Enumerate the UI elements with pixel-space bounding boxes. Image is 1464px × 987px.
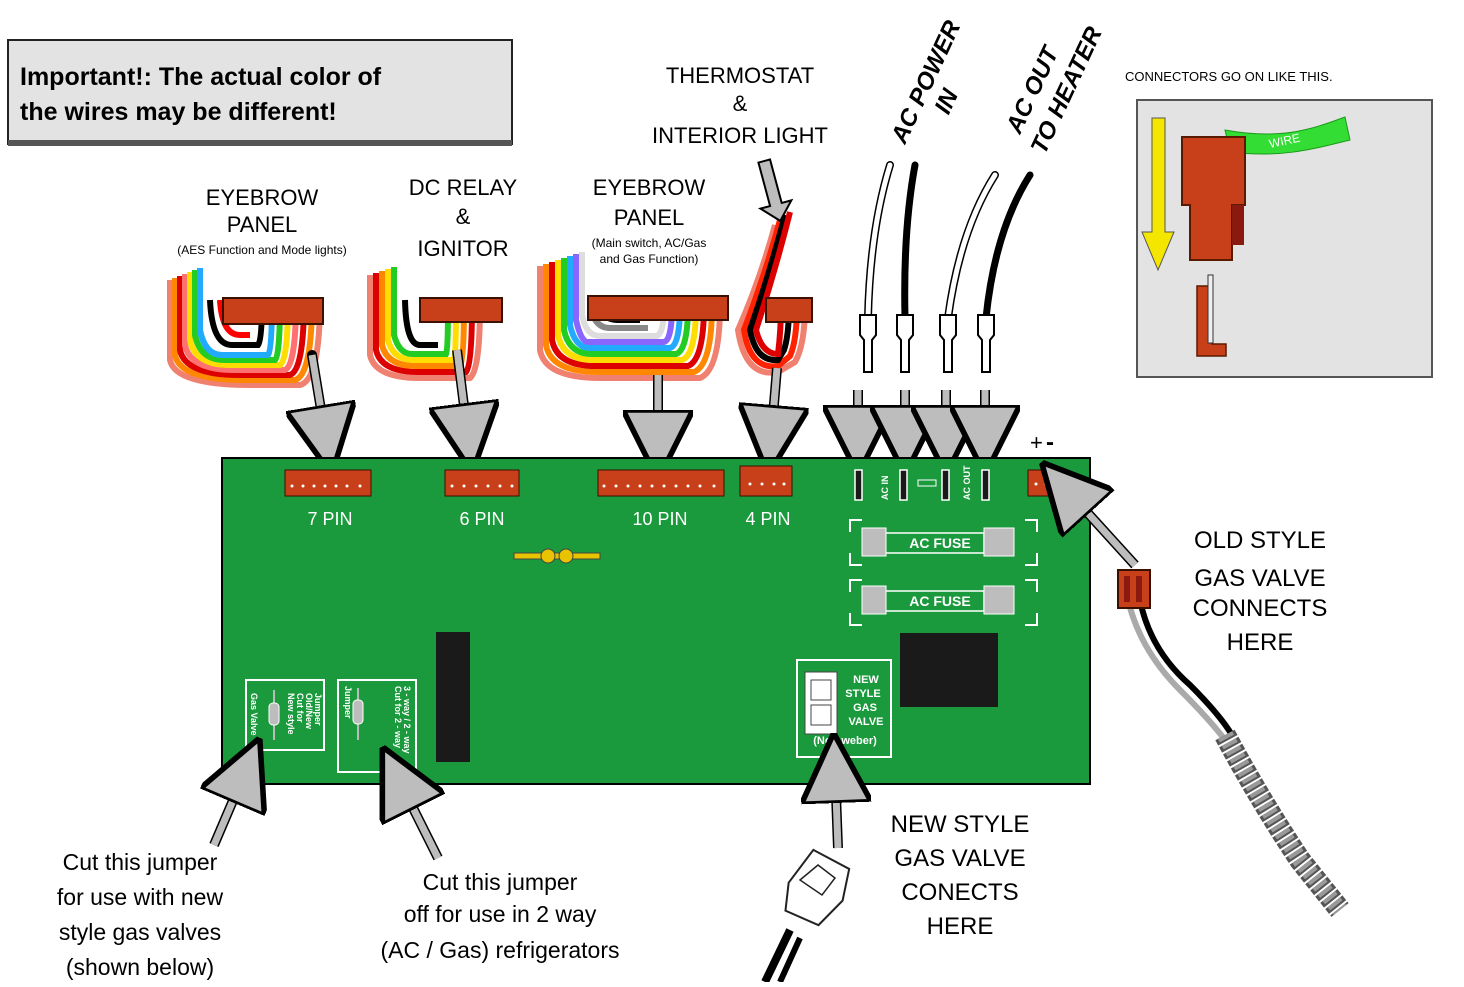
svg-text:NEW: NEW [853,674,879,686]
svg-text:NEW STYLE: NEW STYLE [891,811,1030,838]
jumper-old-new: Jumper Old/New Cut for New style Gas Val… [245,679,325,751]
svg-text:and Gas Function): and Gas Function) [600,252,699,266]
svg-text:GAS VALVE: GAS VALVE [1194,565,1325,592]
svg-text:DC RELAY: DC RELAY [409,175,518,200]
notice-line-2: the wires may be different! [20,98,337,126]
svg-text:Cut this jumper: Cut this jumper [63,849,218,875]
svg-text:PANEL: PANEL [227,212,298,237]
svg-text:(Main switch, AC/Gas: (Main switch, AC/Gas [592,236,707,250]
svg-text:Old/New: Old/New [304,693,314,730]
svg-text:EYEBROW: EYEBROW [206,185,319,210]
svg-text:INTERIOR LIGHT: INTERIOR LIGHT [652,123,828,148]
label-10-pin: 10 PIN [632,509,687,529]
svg-text:AC FUSE: AC FUSE [909,593,970,609]
callout-old-valve: OLD STYLE GAS VALVE CONNECTS HERE [1193,527,1328,656]
label-4-pin: 4 PIN [745,509,790,529]
label-thermostat: THERMOSTAT & INTERIOR LIGHT [652,63,828,148]
connector-icon [1181,136,1246,261]
label-minus: - [1046,429,1054,456]
callout-jumper-left: Cut this jumper for use with new style g… [57,849,224,980]
svg-text:GAS VALVE: GAS VALVE [894,845,1025,872]
down-arrows [312,158,985,445]
fuse-1: AC FUSE [849,519,1038,566]
svg-text:OLD STYLE: OLD STYLE [1194,527,1326,554]
ic-chip [436,632,470,762]
callout-jumper-right: Cut this jumper off for use in 2 way (AC… [381,869,620,963]
svg-text:3 - way / 2 - way: 3 - way / 2 - way [402,686,412,754]
svg-text:Jumper: Jumper [313,693,323,726]
svg-text:Cut this jumper: Cut this jumper [423,869,578,895]
label-ac-out: AC OUT [962,465,972,500]
svg-text:off for use in 2 way: off for use in 2 way [404,901,597,927]
svg-text:STYLE: STYLE [845,688,880,700]
label-ac-power: AC POWER IN [886,16,967,149]
callout-new-valve: NEW STYLE GAS VALVE CONECTS HERE [891,811,1030,940]
jumper-3way-2way: 3 - way / 2 - way Cut for 2 - way Jumper [337,679,417,773]
svg-text:GAS: GAS [853,702,877,714]
svg-text:(shown below): (shown below) [66,954,214,980]
label-ac-in: AC IN [880,476,890,501]
notice-box: Important!: The actual color of the wire… [7,39,513,146]
svg-text:style gas valves: style gas valves [59,919,221,945]
notice-line-1: Important!: The actual color of [20,63,382,91]
svg-text:VALVE: VALVE [848,716,883,728]
old-gas-valve-harness [1065,488,1349,917]
inset-title: CONNECTORS GO ON LIKE THIS. [1125,69,1333,84]
label-plus: + [1030,430,1043,455]
harness-eyebrow-2 [537,252,729,381]
inset-wire-label: WIRE [1268,131,1302,151]
relay-block [900,633,998,707]
svg-text:THERMOSTAT: THERMOSTAT [666,63,814,88]
svg-text:&: & [733,91,748,116]
connectors-inset: CONNECTORS GO ON LIKE THIS. WIRE [1125,69,1433,378]
down-arrow-icon [1141,117,1175,272]
svg-text:Jumper: Jumper [343,686,353,719]
svg-text:PANEL: PANEL [614,205,685,230]
label-dc-relay: DC RELAY & IGNITOR [409,175,518,261]
svg-text:(AES Function and Mode lights): (AES Function and Mode lights) [177,243,346,257]
svg-text:(Non weber): (Non weber) [813,735,877,747]
svg-text:(AC / Gas) refrigerators: (AC / Gas) refrigerators [381,937,620,963]
resistor [513,548,601,564]
harness-thermostat [734,211,813,376]
svg-text:CONECTS: CONECTS [901,879,1018,906]
svg-text:EYEBROW: EYEBROW [593,175,706,200]
svg-text:AC FUSE: AC FUSE [909,535,970,551]
harness-dc-relay [367,267,503,381]
svg-text:for use with new: for use with new [57,884,224,910]
label-ac-out: AC OUT TO HEATER [1001,22,1109,158]
svg-text:Cut for 2 - way: Cut for 2 - way [393,686,403,748]
svg-text:HERE: HERE [1227,629,1294,656]
svg-text:Gas Valve: Gas Valve [249,693,259,736]
jumper-arrows [214,770,438,861]
label-eyebrow-1: EYEBROW PANEL (AES Function and Mode lig… [177,185,346,257]
svg-text:New style: New style [286,693,296,735]
label-eyebrow-2: EYEBROW PANEL (Main switch, AC/Gas and G… [592,175,707,266]
svg-text:AC POWER: AC POWER [886,16,967,149]
svg-text:IGNITOR: IGNITOR [417,236,508,261]
circuit-board: 7 PIN 6 PIN 10 PIN 4 PIN AC IN AC OUT + … [221,429,1091,785]
svg-text:HERE: HERE [927,913,994,940]
svg-text:CONNECTS: CONNECTS [1193,595,1328,622]
label-7-pin: 7 PIN [307,509,352,529]
harness-eyebrow-1 [167,268,324,388]
svg-text:Cut for: Cut for [295,693,305,723]
new-gas-valve-plug [761,768,858,984]
ac-wires [864,161,1034,322]
ac-spade-connectors [859,314,995,373]
fuse-2: AC FUSE [849,579,1038,626]
label-6-pin: 6 PIN [459,509,504,529]
svg-text:&: & [456,204,471,229]
